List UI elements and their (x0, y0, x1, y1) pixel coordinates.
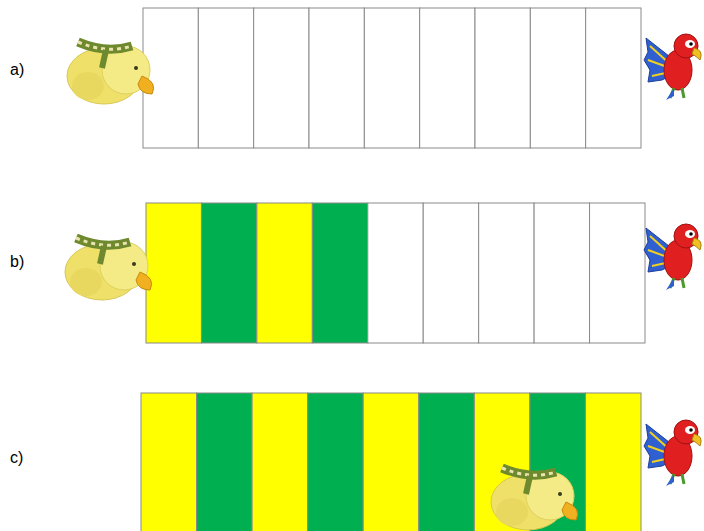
row-label: a) (10, 60, 24, 79)
strip-cell (420, 8, 475, 148)
parrot (644, 34, 701, 100)
strip-cell (146, 203, 201, 343)
parrot (644, 224, 701, 290)
duck-toy (65, 238, 152, 300)
row-label: c) (10, 448, 23, 467)
row-label: b) (10, 252, 24, 271)
strip-cell (197, 393, 253, 531)
strip-cell (586, 8, 641, 148)
strip-cell (312, 203, 367, 343)
duck-toy (67, 42, 154, 104)
strip-cell (479, 203, 534, 343)
strip-cell (590, 203, 645, 343)
strip-cell (530, 8, 585, 148)
strip-cell (534, 203, 589, 343)
duck-toy (491, 468, 578, 530)
strip-cell (419, 393, 475, 531)
cell-strip (146, 203, 645, 343)
strip-cell (423, 203, 478, 343)
strip-cell (198, 8, 253, 148)
strip-cell (364, 8, 419, 148)
cell-strip (141, 393, 641, 531)
cell-strip (143, 8, 641, 148)
strip-cell (252, 393, 308, 531)
strip-cell (201, 203, 256, 343)
strips (141, 8, 645, 531)
strip-cell (143, 8, 198, 148)
parrot (644, 420, 701, 486)
strip-cell (585, 393, 641, 531)
strip-cell (254, 8, 309, 148)
strip-cell (309, 8, 364, 148)
strip-cell (257, 203, 312, 343)
strip-cell (141, 393, 197, 531)
strip-cell (475, 8, 530, 148)
strip-cell (368, 203, 423, 343)
strip-cell (308, 393, 364, 531)
strip-cell (363, 393, 419, 531)
